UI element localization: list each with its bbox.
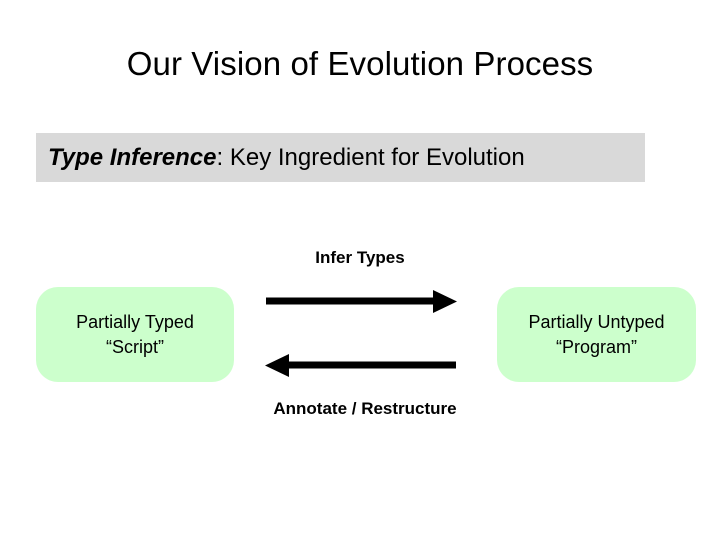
node-right-line2: “Program” <box>555 336 637 357</box>
section-banner-rest: : Key Ingredient for Evolution <box>216 143 525 171</box>
node-right-line1: Partially Untyped <box>528 311 665 332</box>
node-left-line2: “Script” <box>105 336 164 357</box>
section-banner-text: Type Inference: Key Ingredient for Evolu… <box>36 144 525 172</box>
node-right-label: Partially Untyped “Program” <box>528 310 664 360</box>
arrow-label-annotate-restructure: Annotate / Restructure <box>273 399 457 418</box>
node-left-line1: Partially Typed <box>76 311 194 332</box>
section-banner: Type Inference: Key Ingredient for Evolu… <box>36 133 645 182</box>
arrow-label-infer-types: Infer Types <box>315 248 405 267</box>
arrow-right-icon <box>258 286 464 318</box>
node-partially-typed-script[interactable]: Partially Typed “Script” <box>36 287 234 382</box>
section-banner-emphasis: Type Inference <box>48 143 217 171</box>
node-left-label: Partially Typed “Script” <box>76 310 194 360</box>
arrow-left-icon <box>258 350 464 382</box>
page-title: Our Vision of Evolution Process <box>126 45 594 82</box>
node-partially-untyped-program[interactable]: Partially Untyped “Program” <box>497 287 696 382</box>
